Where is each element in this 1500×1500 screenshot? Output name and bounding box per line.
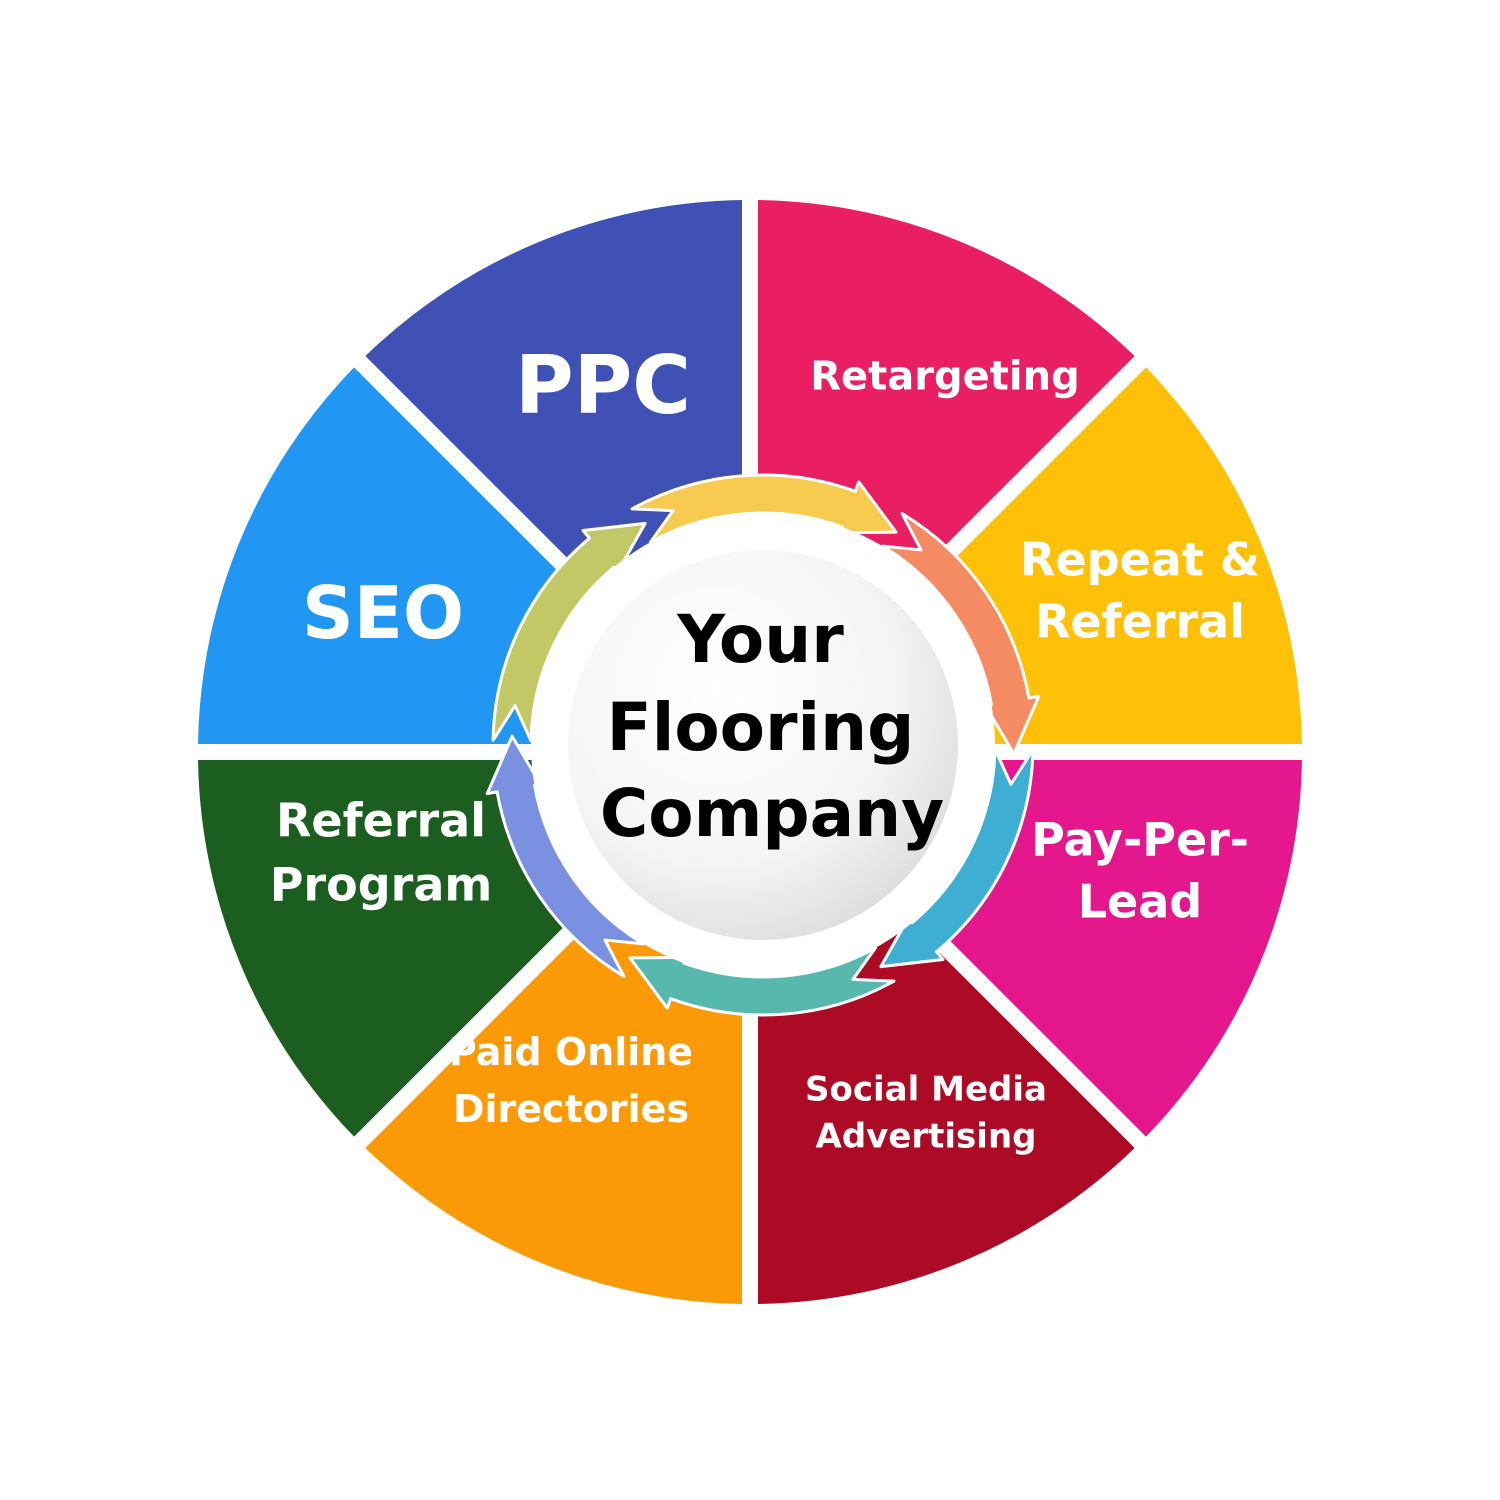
segment-label-line: PPC [515, 339, 691, 432]
segment-label-line: Directories [453, 1087, 689, 1131]
center-title: Your Flooring Company [600, 601, 944, 852]
segment-label-seo: SEO [302, 571, 464, 655]
segment-label-line: Referral [1035, 595, 1245, 649]
segment-label-line: Retargeting [810, 353, 1079, 399]
center-title-line: Your [676, 601, 844, 678]
segment-label-line: SEO [302, 571, 464, 655]
center-circle [568, 550, 958, 940]
segment-label-line: Paid Online [449, 1030, 693, 1074]
segment-label-line: Advertising [816, 1117, 1037, 1157]
segment-label-line: Program [270, 858, 493, 912]
segment-label-retargeting: Retargeting [810, 353, 1079, 399]
center-title-line: Flooring [607, 689, 915, 766]
segment-label-repeat-referral: Repeat & Referral [1020, 533, 1260, 649]
segment-label-line: Referral [276, 794, 486, 848]
segment-referral-program [198, 759, 604, 1137]
segment-label-pay-per-lead: Pay-Per- Lead [1031, 813, 1249, 929]
segment-label-line: Lead [1078, 875, 1202, 929]
segment-paid-online-directories [365, 898, 743, 1304]
segment-label-line: Pay-Per- [1031, 813, 1249, 867]
segment-label-line: Social Media [805, 1070, 1047, 1110]
center-title-line: Company [600, 775, 944, 852]
segment-seo [198, 367, 604, 745]
segment-label-ppc: PPC [515, 339, 691, 432]
segment-label-line: Repeat & [1020, 533, 1260, 587]
